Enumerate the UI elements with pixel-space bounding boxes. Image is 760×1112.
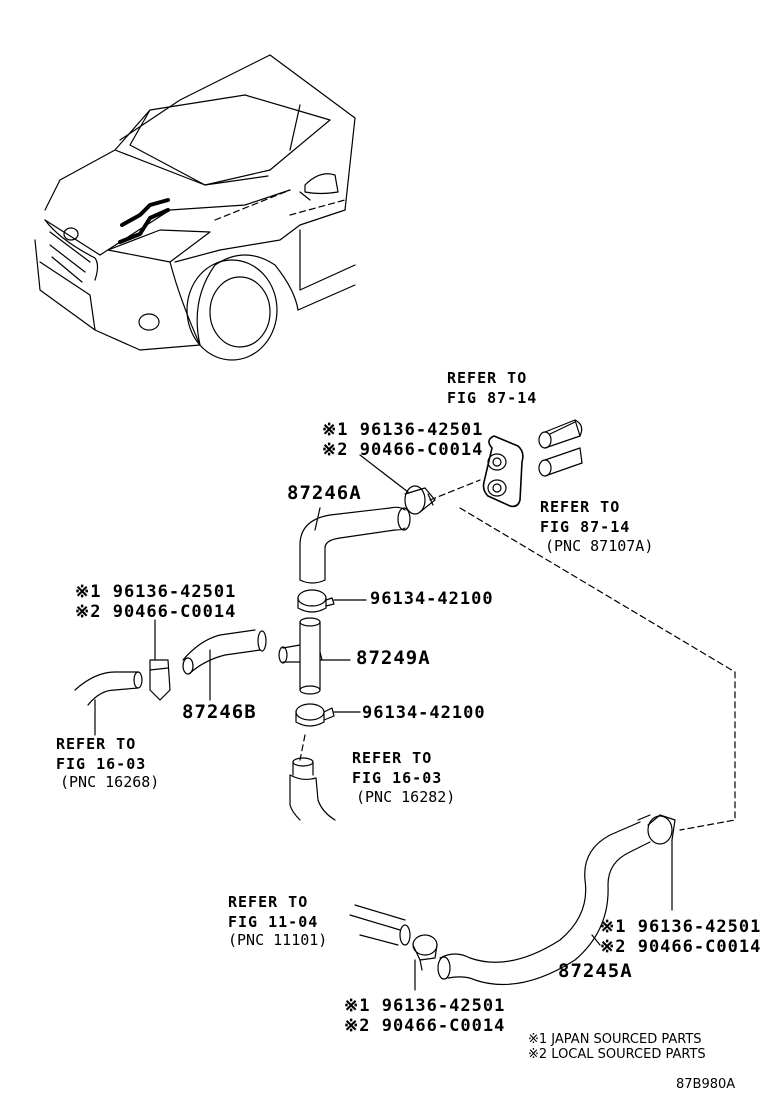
clamp-top xyxy=(360,455,435,514)
part-clip-lower: 96134-42100 xyxy=(362,703,486,723)
pnc-left: (PNC 16268) xyxy=(60,773,160,791)
heater-pipes xyxy=(539,420,582,476)
part-87246a: 87246A xyxy=(287,482,362,504)
vehicle-illustration xyxy=(35,55,355,360)
hose-87246b xyxy=(183,630,266,700)
pnc-mid: (PNC 16282) xyxy=(356,788,456,806)
figure-code: 87B980A xyxy=(676,1077,736,1092)
clamp-right xyxy=(638,815,675,910)
clamp-right-label: ※1 96136-42501※2 90466-C0014 xyxy=(600,917,760,957)
clamp-bottom-label: ※1 96136-42501※2 90466-C0014 xyxy=(344,996,506,1036)
clamp-bottom xyxy=(413,935,437,990)
hose-end-left xyxy=(75,672,142,735)
clip-upper xyxy=(298,590,366,612)
clamp-left-label: ※1 96136-42501※2 90466-C0014 xyxy=(75,582,237,622)
hose-87245a xyxy=(438,822,650,985)
part-87246b: 87246B xyxy=(182,701,257,723)
tee-87249a xyxy=(279,618,350,694)
clip-lower xyxy=(296,704,360,760)
clamp-top-label: ※1 96136-42501※2 90466-C0014 xyxy=(322,420,484,460)
pnc-right: (PNC 87107A) xyxy=(545,537,654,555)
hose-87246a xyxy=(300,507,410,583)
hose-end-mid xyxy=(290,758,335,820)
pnc-bottom: (PNC 11101) xyxy=(228,931,328,949)
part-87245a: 87245A xyxy=(558,960,633,982)
pipe-bottom xyxy=(350,905,410,945)
part-clip-upper: 96134-42100 xyxy=(370,589,494,609)
part-87249a: 87249A xyxy=(356,647,431,669)
clamp-left xyxy=(150,620,170,700)
heater-connector xyxy=(484,436,523,506)
legend: ※1 JAPAN SOURCED PARTS※2 LOCAL SOURCED P… xyxy=(528,1032,706,1062)
